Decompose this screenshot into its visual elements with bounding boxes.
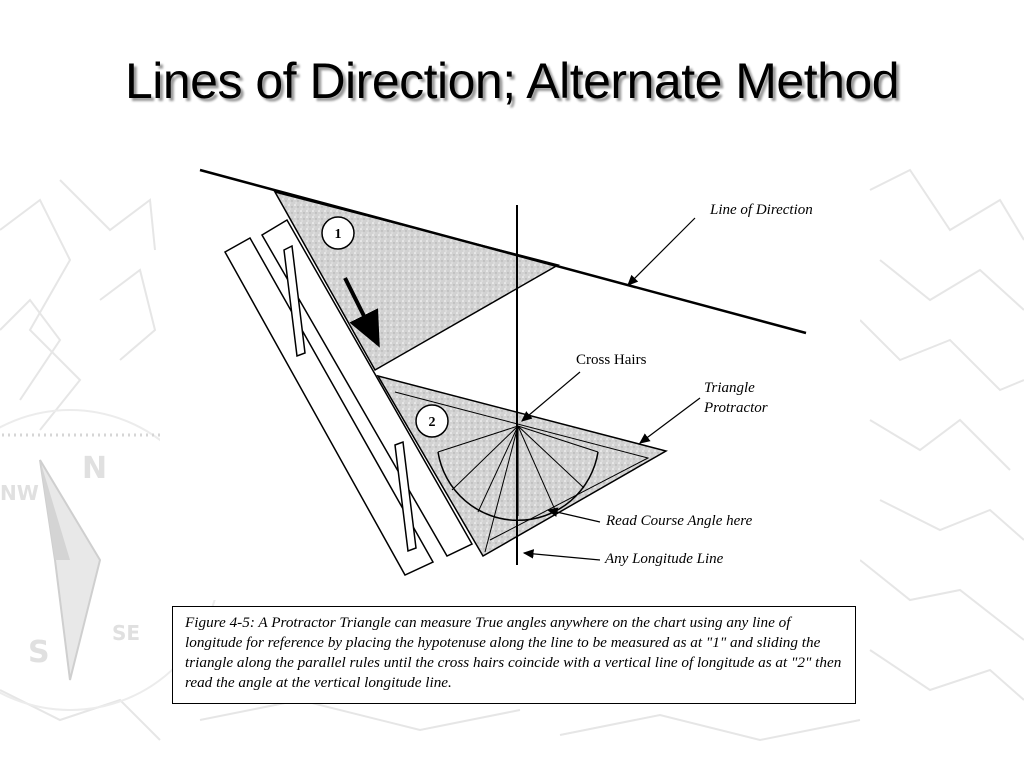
label-line-of-direction: Line of Direction <box>710 202 813 218</box>
position-2-label: 2 <box>429 415 436 430</box>
slide-title: Lines of Direction; Alternate Method <box>124 53 900 109</box>
label-any-longitude-line: Any Longitude Line <box>605 551 724 567</box>
line-of-direction <box>199 168 807 335</box>
rule-hinge-top <box>283 244 306 358</box>
label-read-course-angle: Read Course Angle here <box>606 513 753 529</box>
parallel-rule-left <box>223 236 435 576</box>
figure-caption: Figure 4-5: A Protractor Triangle can me… <box>172 606 856 704</box>
callout-read-course-angle <box>546 507 601 523</box>
label-triangle: Triangle <box>704 380 755 396</box>
compass-letter-s: S <box>28 635 50 670</box>
callout-any-longitude <box>522 549 601 561</box>
callout-line-of-direction <box>627 217 696 286</box>
rule-hinge-bottom <box>394 440 417 553</box>
callout-cross-hairs <box>521 371 581 422</box>
position-1-label: 1 <box>335 227 342 242</box>
position-1-marker <box>321 216 355 250</box>
callout-triangle-protractor <box>639 397 701 444</box>
compass-letter-nw: NW <box>0 481 39 505</box>
compass-letter-se: SE <box>112 621 140 645</box>
label-cross-hairs: Cross Hairs <box>576 352 647 368</box>
position-2-marker <box>415 404 449 438</box>
parallel-rule-right <box>260 218 474 557</box>
slide-arrow <box>343 277 380 348</box>
compass-letter-n: N <box>82 451 107 486</box>
label-protractor: Protractor <box>704 400 768 416</box>
